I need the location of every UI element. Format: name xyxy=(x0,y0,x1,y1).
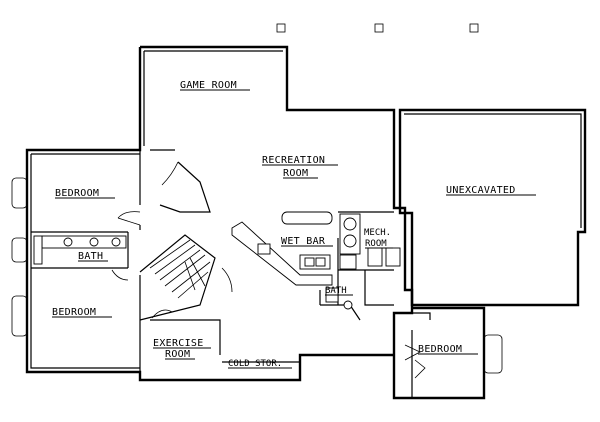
bath-fixtures xyxy=(33,235,357,310)
label-cold-storage: COLD STOR. xyxy=(228,359,282,369)
wet-bar-counter xyxy=(231,211,333,286)
label-recreation: RECREATION xyxy=(262,155,325,166)
label-game-room: GAME ROOM xyxy=(180,80,237,91)
label-recreation-room: ROOM xyxy=(283,168,308,179)
doors xyxy=(111,161,426,379)
unexcavated-area xyxy=(398,108,587,307)
label-wet-bar: WET BAR xyxy=(281,236,326,247)
stair xyxy=(139,234,216,321)
room-labels: GAME ROOM RECREATION ROOM UNEXCAVATED BE… xyxy=(52,80,536,369)
column-markers xyxy=(276,23,479,33)
mech-equipment xyxy=(339,213,401,267)
label-unexcavated: UNEXCAVATED xyxy=(446,185,516,196)
label-bedroom-1: BEDROOM xyxy=(55,188,99,199)
label-bath-1: BATH xyxy=(78,251,103,262)
label-bath-2: BATH xyxy=(325,286,347,296)
label-bedroom-3: BEDROOM xyxy=(418,344,462,355)
exterior-walls xyxy=(25,45,486,400)
label-mech-room: ROOM xyxy=(365,239,387,249)
label-exercise-room: ROOM xyxy=(165,349,190,360)
label-bedroom-2: BEDROOM xyxy=(52,307,96,318)
windows xyxy=(11,46,503,374)
label-exercise: EXERCISE xyxy=(153,338,204,349)
label-mech: MECH. xyxy=(364,228,391,238)
